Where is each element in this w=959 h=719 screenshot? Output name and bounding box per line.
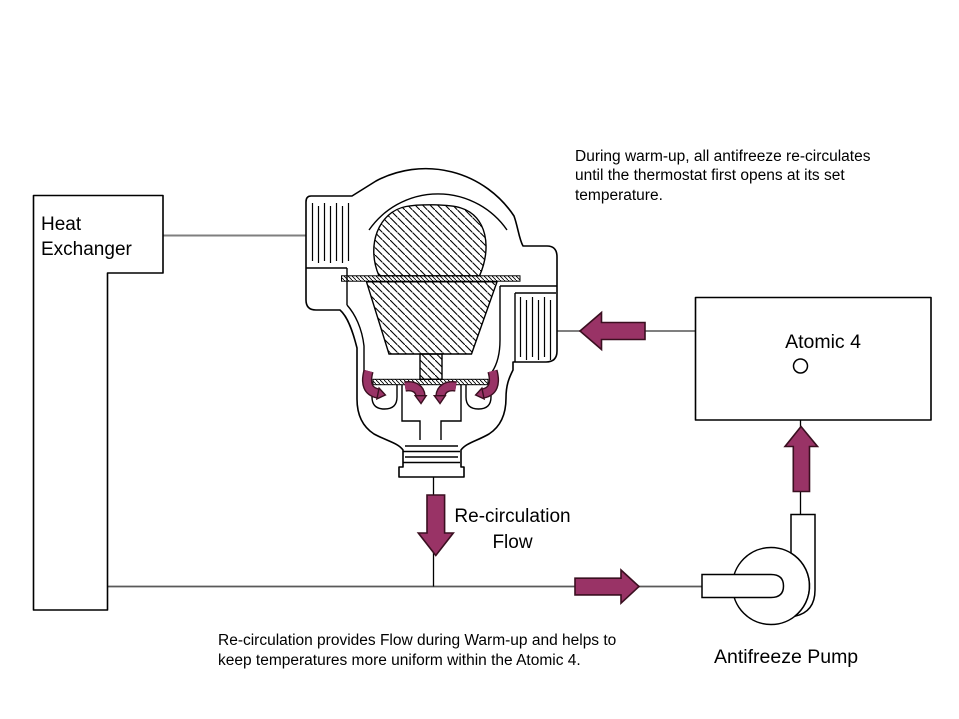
flow-arrow-return-to-pump [574,568,641,606]
flow-arrow-atomic4-to-valve [578,310,646,352]
seat-flow-arrow-inner-left [404,382,425,397]
valve-left-port-threads [311,203,350,263]
antifreeze-pump-symbol [701,513,816,626]
atomic4-label: Atomic 4 [785,331,861,353]
valve-right-port-threads [519,297,552,360]
seat-flow-arrow-outer-right [481,370,498,398]
seat-flow-arrow-inner-right [436,382,457,397]
valve-left-port-outline [306,267,365,384]
valve-dome-inner-arc [368,193,508,231]
valve-element-lower [365,281,498,355]
recirculation-flow-label: Re-circulation Flow [454,506,571,553]
atomic4-box [694,296,932,421]
pump-outlet [790,513,816,618]
recirculation-caption: Re-circulation provides Flow during Warm… [218,632,617,669]
flow-arrows [416,310,820,606]
heat-exchanger-label: Heat Exchanger [41,214,132,261]
pump-inlet [701,573,785,599]
warmup-note: During warm-up, all antifreeze re-circul… [575,148,871,204]
thermostat-valve [305,167,558,478]
atomic4-port-circle [792,358,809,374]
antifreeze-pump-label: Antifreeze Pump [714,646,859,668]
valve-outlet-threads [403,445,460,464]
heat-exchanger-box [32,194,164,611]
valve-element-stem [419,353,443,380]
valve-diaphragm [341,275,521,282]
flow-arrow-recirculation-down [416,494,455,557]
valve-seat-plate [372,378,489,386]
valve-internal-flow-arrows [361,369,500,405]
valve-right-port-outline [491,285,557,384]
flow-arrow-pump-to-atomic4 [783,425,820,493]
valve-outlet-passage [371,384,492,440]
valve-element-upper [373,204,487,277]
seat-flow-arrow-outer-left [363,370,380,398]
